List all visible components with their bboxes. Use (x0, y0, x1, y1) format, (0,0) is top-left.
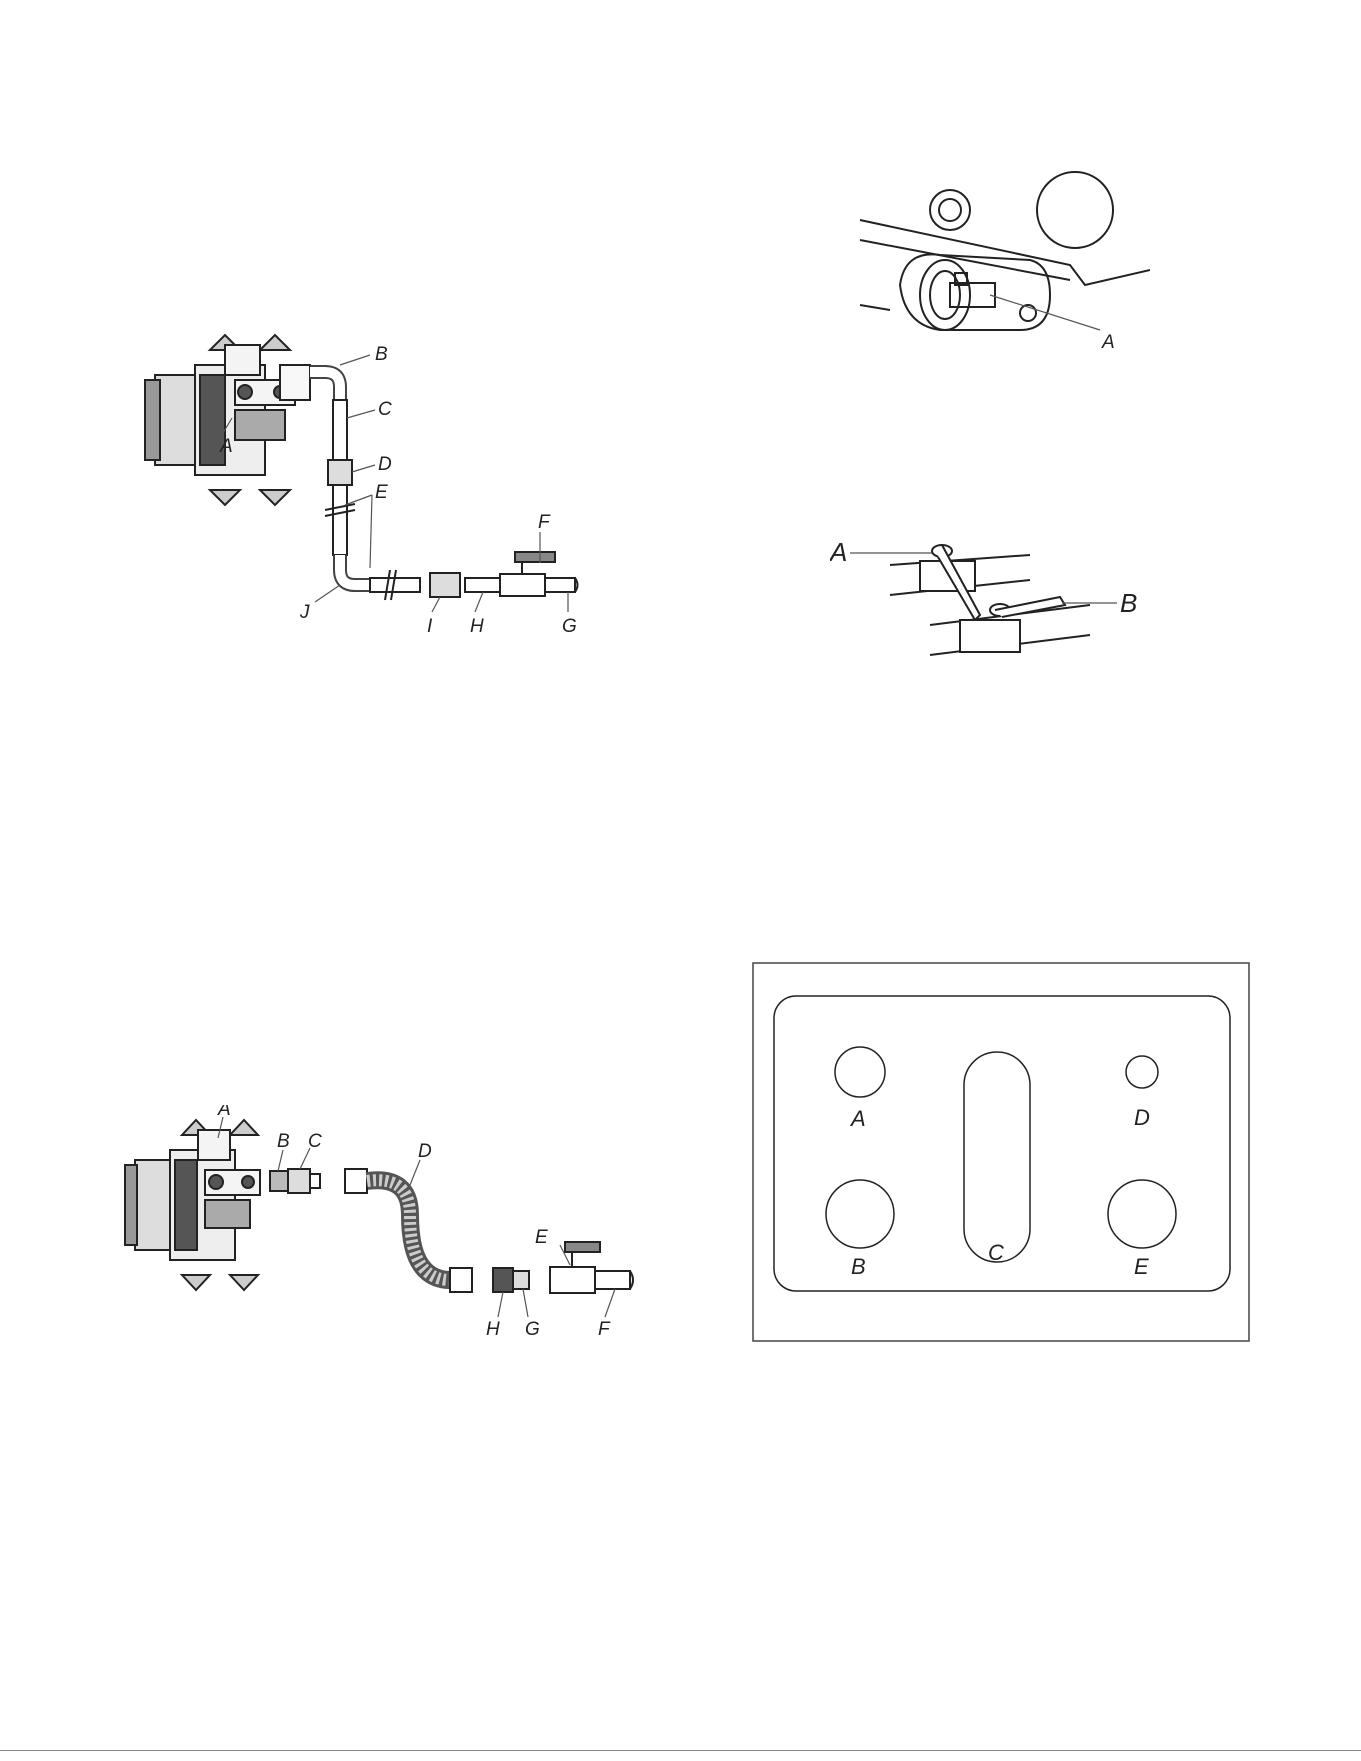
union-fitting-d (328, 460, 352, 485)
label-b: B (1120, 588, 1137, 618)
water-valve-assembly (125, 1120, 260, 1290)
label-a: A (217, 1105, 231, 1120)
figure-flexible-plumbing: A B C D E F G H (120, 1105, 650, 1365)
pipe-section-h (465, 578, 500, 592)
label-b: B (277, 1131, 290, 1152)
page-footer-rule (0, 1750, 1361, 1751)
label-f: F (598, 1319, 611, 1340)
label-g: G (525, 1319, 540, 1340)
label-h: H (470, 616, 484, 637)
label-d: D (378, 454, 392, 475)
label-a: A (1101, 332, 1115, 353)
supply-pipe-f (595, 1271, 630, 1289)
label-c: C (308, 1131, 322, 1152)
water-valve-assembly (145, 335, 310, 505)
label-a: A (219, 436, 233, 457)
label-f: F (538, 512, 551, 533)
label-d: D (1134, 1105, 1150, 1130)
figure-shutoff-valves: A B (830, 525, 1150, 665)
figure-panel-cutouts: A B C D E (752, 962, 1250, 1342)
label-i: I (427, 616, 433, 637)
label-a: A (849, 1106, 866, 1131)
label-g: G (562, 616, 577, 637)
shutoff-valve-f (500, 574, 545, 596)
figure-rigid-plumbing: A B C D E F G H I J (140, 320, 620, 670)
nut-fitting-c (288, 1169, 310, 1193)
adapter-fitting-g (513, 1271, 529, 1289)
shutoff-valve-b (960, 620, 1020, 652)
label-j: J (299, 602, 310, 623)
label-e: E (375, 482, 388, 503)
label-c: C (378, 399, 392, 420)
label-b: B (851, 1254, 866, 1279)
label-c: C (988, 1240, 1004, 1265)
pipe-section-e (333, 485, 347, 555)
label-d: D (418, 1141, 432, 1162)
pipe-section-c (333, 400, 347, 460)
label-b: B (375, 344, 388, 365)
supply-pipe-g (545, 578, 575, 592)
adapter-fitting-b (270, 1171, 288, 1191)
label-h: H (486, 1319, 500, 1340)
label-e: E (535, 1227, 548, 1248)
label-e: E (1134, 1254, 1149, 1279)
figure-valve-closeup: A (850, 165, 1150, 390)
valve-clip-a (950, 283, 995, 307)
shutoff-valve-e (550, 1267, 595, 1293)
nut-fitting-h (493, 1268, 513, 1292)
label-a: A (830, 537, 847, 567)
union-fitting-i (430, 573, 460, 597)
